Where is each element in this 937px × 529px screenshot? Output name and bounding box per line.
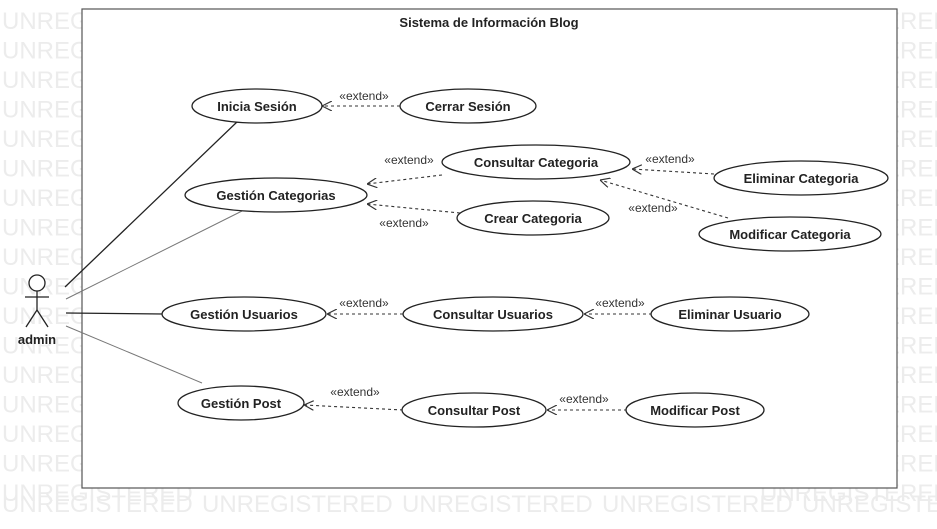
extend-arrow-modificar-categoria bbox=[600, 180, 729, 219]
usecase-consultar-post[interactable]: Consultar Post bbox=[401, 392, 547, 428]
usecase-label: Crear Categoria bbox=[484, 211, 582, 226]
actor-right-leg bbox=[36, 309, 49, 328]
extend-arrow-consultar-post bbox=[304, 405, 404, 411]
extend-label-modificar-post: «extend» bbox=[559, 392, 609, 406]
actor-label: admin bbox=[18, 332, 56, 347]
extend-label-crear-categoria: «extend» bbox=[379, 216, 429, 230]
usecase-consultar-categoria[interactable]: Consultar Categoria bbox=[441, 144, 631, 180]
extend-label-modificar-categoria: «extend» bbox=[628, 201, 678, 215]
actor-left-leg bbox=[25, 309, 38, 328]
usecase-gestion-usuarios[interactable]: Gestión Usuarios bbox=[161, 296, 327, 332]
extend-arrow-eliminar-categoria bbox=[632, 169, 715, 175]
usecase-eliminar-categoria[interactable]: Eliminar Categoria bbox=[713, 160, 889, 196]
usecase-label: Consultar Usuarios bbox=[433, 307, 553, 322]
usecase-label: Eliminar Usuario bbox=[678, 307, 781, 322]
usecase-label: Eliminar Categoria bbox=[744, 171, 860, 186]
usecase-gestion-categorias[interactable]: Gestión Categorias bbox=[184, 177, 368, 213]
actor-admin[interactable]: admin bbox=[18, 274, 56, 347]
usecase-label: Modificar Post bbox=[650, 403, 740, 418]
usecase-label: Gestión Post bbox=[201, 396, 282, 411]
watermark-text: UNREGISTERED bbox=[2, 491, 193, 518]
association-inicia-sesion bbox=[64, 120, 239, 288]
extend-arrow-consultar-categoria bbox=[367, 174, 443, 184]
extend-label-eliminar-categoria: «extend» bbox=[645, 152, 695, 166]
usecase-label: Consultar Categoria bbox=[474, 155, 599, 170]
usecase-crear-categoria[interactable]: Crear Categoria bbox=[456, 200, 610, 236]
association-gestion-categorias bbox=[65, 210, 243, 300]
extend-label-consultar-post: «extend» bbox=[330, 385, 380, 399]
watermark-text: UNREGISTERED bbox=[802, 491, 937, 518]
usecase-label: Gestión Categorias bbox=[216, 188, 335, 203]
extend-label-consultar-usuarios: «extend» bbox=[339, 296, 389, 310]
usecase-consultar-usuarios[interactable]: Consultar Usuarios bbox=[402, 296, 584, 332]
usecase-eliminar-usuario[interactable]: Eliminar Usuario bbox=[650, 296, 810, 332]
usecase-modificar-post[interactable]: Modificar Post bbox=[625, 392, 765, 428]
usecase-inicia-sesion[interactable]: Inicia Sesión bbox=[191, 88, 323, 124]
usecase-gestion-post[interactable]: Gestión Post bbox=[177, 385, 305, 421]
usecase-label: Inicia Sesión bbox=[217, 99, 297, 114]
association-gestion-usuarios bbox=[65, 312, 164, 315]
usecase-label: Cerrar Sesión bbox=[425, 99, 510, 114]
extend-label-eliminar-usuario: «extend» bbox=[595, 296, 645, 310]
usecase-cerrar-sesion[interactable]: Cerrar Sesión bbox=[399, 88, 537, 124]
usecase-label: Modificar Categoria bbox=[729, 227, 851, 242]
watermark-text: UNREGISTERED bbox=[402, 491, 593, 518]
system-title: Sistema de Información Blog bbox=[399, 15, 578, 30]
usecase-modificar-categoria[interactable]: Modificar Categoria bbox=[698, 216, 882, 252]
usecase-label: Consultar Post bbox=[428, 403, 521, 418]
watermark-bottom-strip: UNREGISTERED UNREGISTERED UNREGISTERED UNRE… bbox=[2, 491, 937, 518]
actor-head bbox=[28, 274, 46, 292]
watermark-text: UNREGISTERED bbox=[602, 491, 793, 518]
usecase-label: Gestión Usuarios bbox=[190, 307, 298, 322]
association-gestion-post bbox=[65, 325, 203, 384]
watermark-text: UNREGISTERED bbox=[202, 491, 393, 518]
extend-label-cerrar-sesion: «extend» bbox=[339, 89, 389, 103]
extend-label-consultar-categoria: «extend» bbox=[384, 153, 434, 167]
